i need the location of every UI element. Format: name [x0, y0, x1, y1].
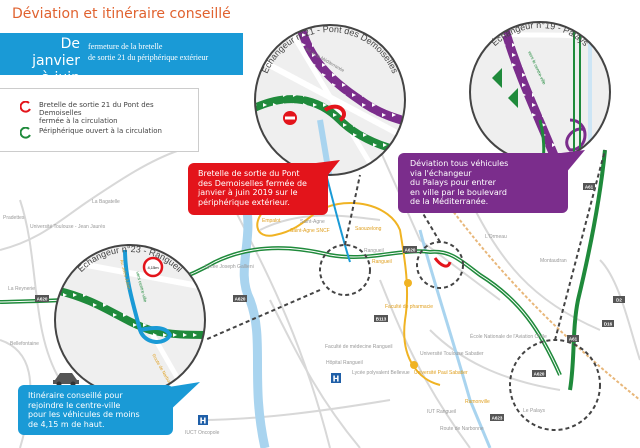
place-label: Lycée Joseph Gallieni — [205, 264, 254, 270]
svg-text:A623: A623 — [492, 416, 503, 421]
inset-pont-des-demoiselles[interactable]: Bd de la Méditerranée Échangeur n°21 - P… — [250, 24, 420, 180]
svg-text:A620: A620 — [405, 248, 416, 253]
place-label: École Nationale de l'Aviation Civile — [470, 333, 547, 340]
place-label: Saint-Agne — [300, 219, 325, 225]
road-badge: A620 — [403, 246, 417, 253]
place-label: Le Palays — [523, 408, 545, 414]
svg-text:D2: D2 — [616, 298, 622, 303]
place-label: Faculté de pharmacie — [385, 304, 433, 310]
place-label: Montaudran — [540, 258, 567, 264]
direction-arrow-icon — [492, 68, 502, 88]
road-badge: A620 — [532, 370, 546, 377]
legend-item-closed: Bretelle de sortie 21 du Pont des Demois… — [20, 101, 198, 125]
garonne-river — [239, 198, 270, 448]
closed-ramp-red — [433, 257, 452, 268]
open-arc-icon — [20, 127, 31, 139]
road-badge: A620 — [35, 295, 49, 302]
place-label: IUCT Oncopole — [185, 430, 220, 436]
railway — [429, 179, 640, 401]
street-network — [0, 149, 640, 448]
place-label: IUT Rangueil — [427, 409, 456, 415]
place-label: Route de Narbonne — [440, 426, 484, 432]
place-label: Bellefontaine — [10, 341, 39, 347]
page-title: Déviation et itinéraire conseillé — [12, 6, 231, 22]
tram-stop-icon — [404, 279, 412, 287]
svg-text:A620: A620 — [37, 297, 48, 302]
direction-arrow-icon — [508, 88, 518, 108]
place-label: Hôpital Rangueil — [326, 360, 363, 366]
legend: Bretelle de sortie 21 du Pont des Demois… — [0, 88, 199, 152]
road-badge: A61 — [567, 335, 579, 342]
svg-text:A61: A61 — [569, 337, 578, 342]
svg-text:A620: A620 — [534, 372, 545, 377]
hospital-icon: H — [331, 373, 341, 384]
road-badge: A620 — [233, 295, 247, 302]
inset-rangueil[interactable]: Av. Jules Julien vers centre-ville Route… — [54, 244, 220, 400]
place-label: Université Paul Sabatier — [414, 370, 468, 376]
svg-text:H: H — [200, 417, 207, 426]
tram-stop-icon — [410, 361, 418, 369]
place-label: Saouzelong — [355, 226, 382, 232]
svg-text:D16: D16 — [604, 322, 613, 327]
place-label: La Bagatelle — [92, 199, 120, 205]
place-label: La Reynerie — [8, 286, 35, 292]
height-limit-sign-icon: 4,15m — [142, 256, 164, 278]
place-label: Empalot — [262, 218, 281, 224]
closed-arc-icon — [20, 101, 31, 113]
place-label: Saint-Agne SNCF — [290, 228, 330, 234]
svg-text:H: H — [333, 375, 340, 384]
place-label: Ramonville — [465, 399, 490, 405]
place-label: L'Ormeau — [485, 234, 507, 240]
road-badge: B113 — [374, 315, 388, 322]
no-entry-icon — [283, 111, 297, 125]
legend-item-open: Périphérique ouvert à la circulation — [20, 127, 162, 139]
road-badge: D16 — [602, 320, 614, 327]
svg-text:4,15m: 4,15m — [147, 265, 159, 270]
place-label: Pradettes — [3, 215, 25, 221]
place-label: Rangueil — [372, 259, 392, 265]
place-label: Faculté de médecine Rangueil — [325, 344, 393, 350]
place-label: Université Toulouse Sabatier — [420, 351, 484, 357]
place-label: Lycée polyvalent Bellevue — [352, 370, 410, 376]
hospital-icon: H — [198, 415, 208, 426]
inset-palays[interactable]: vers le centre-ville Échangeur n°19 - Pa… — [469, 20, 611, 170]
svg-text:A61: A61 — [585, 185, 594, 190]
place-label: Université Toulouse - Jean Jaurès — [30, 224, 106, 230]
svg-text:B113: B113 — [376, 317, 387, 322]
place-label: Rangueil — [364, 248, 384, 254]
road-badge: A61 — [583, 183, 595, 190]
tram-line — [256, 202, 441, 386]
road-badge: D2 — [613, 296, 625, 303]
svg-text:A620: A620 — [235, 297, 246, 302]
road-badge: A623 — [490, 414, 504, 421]
